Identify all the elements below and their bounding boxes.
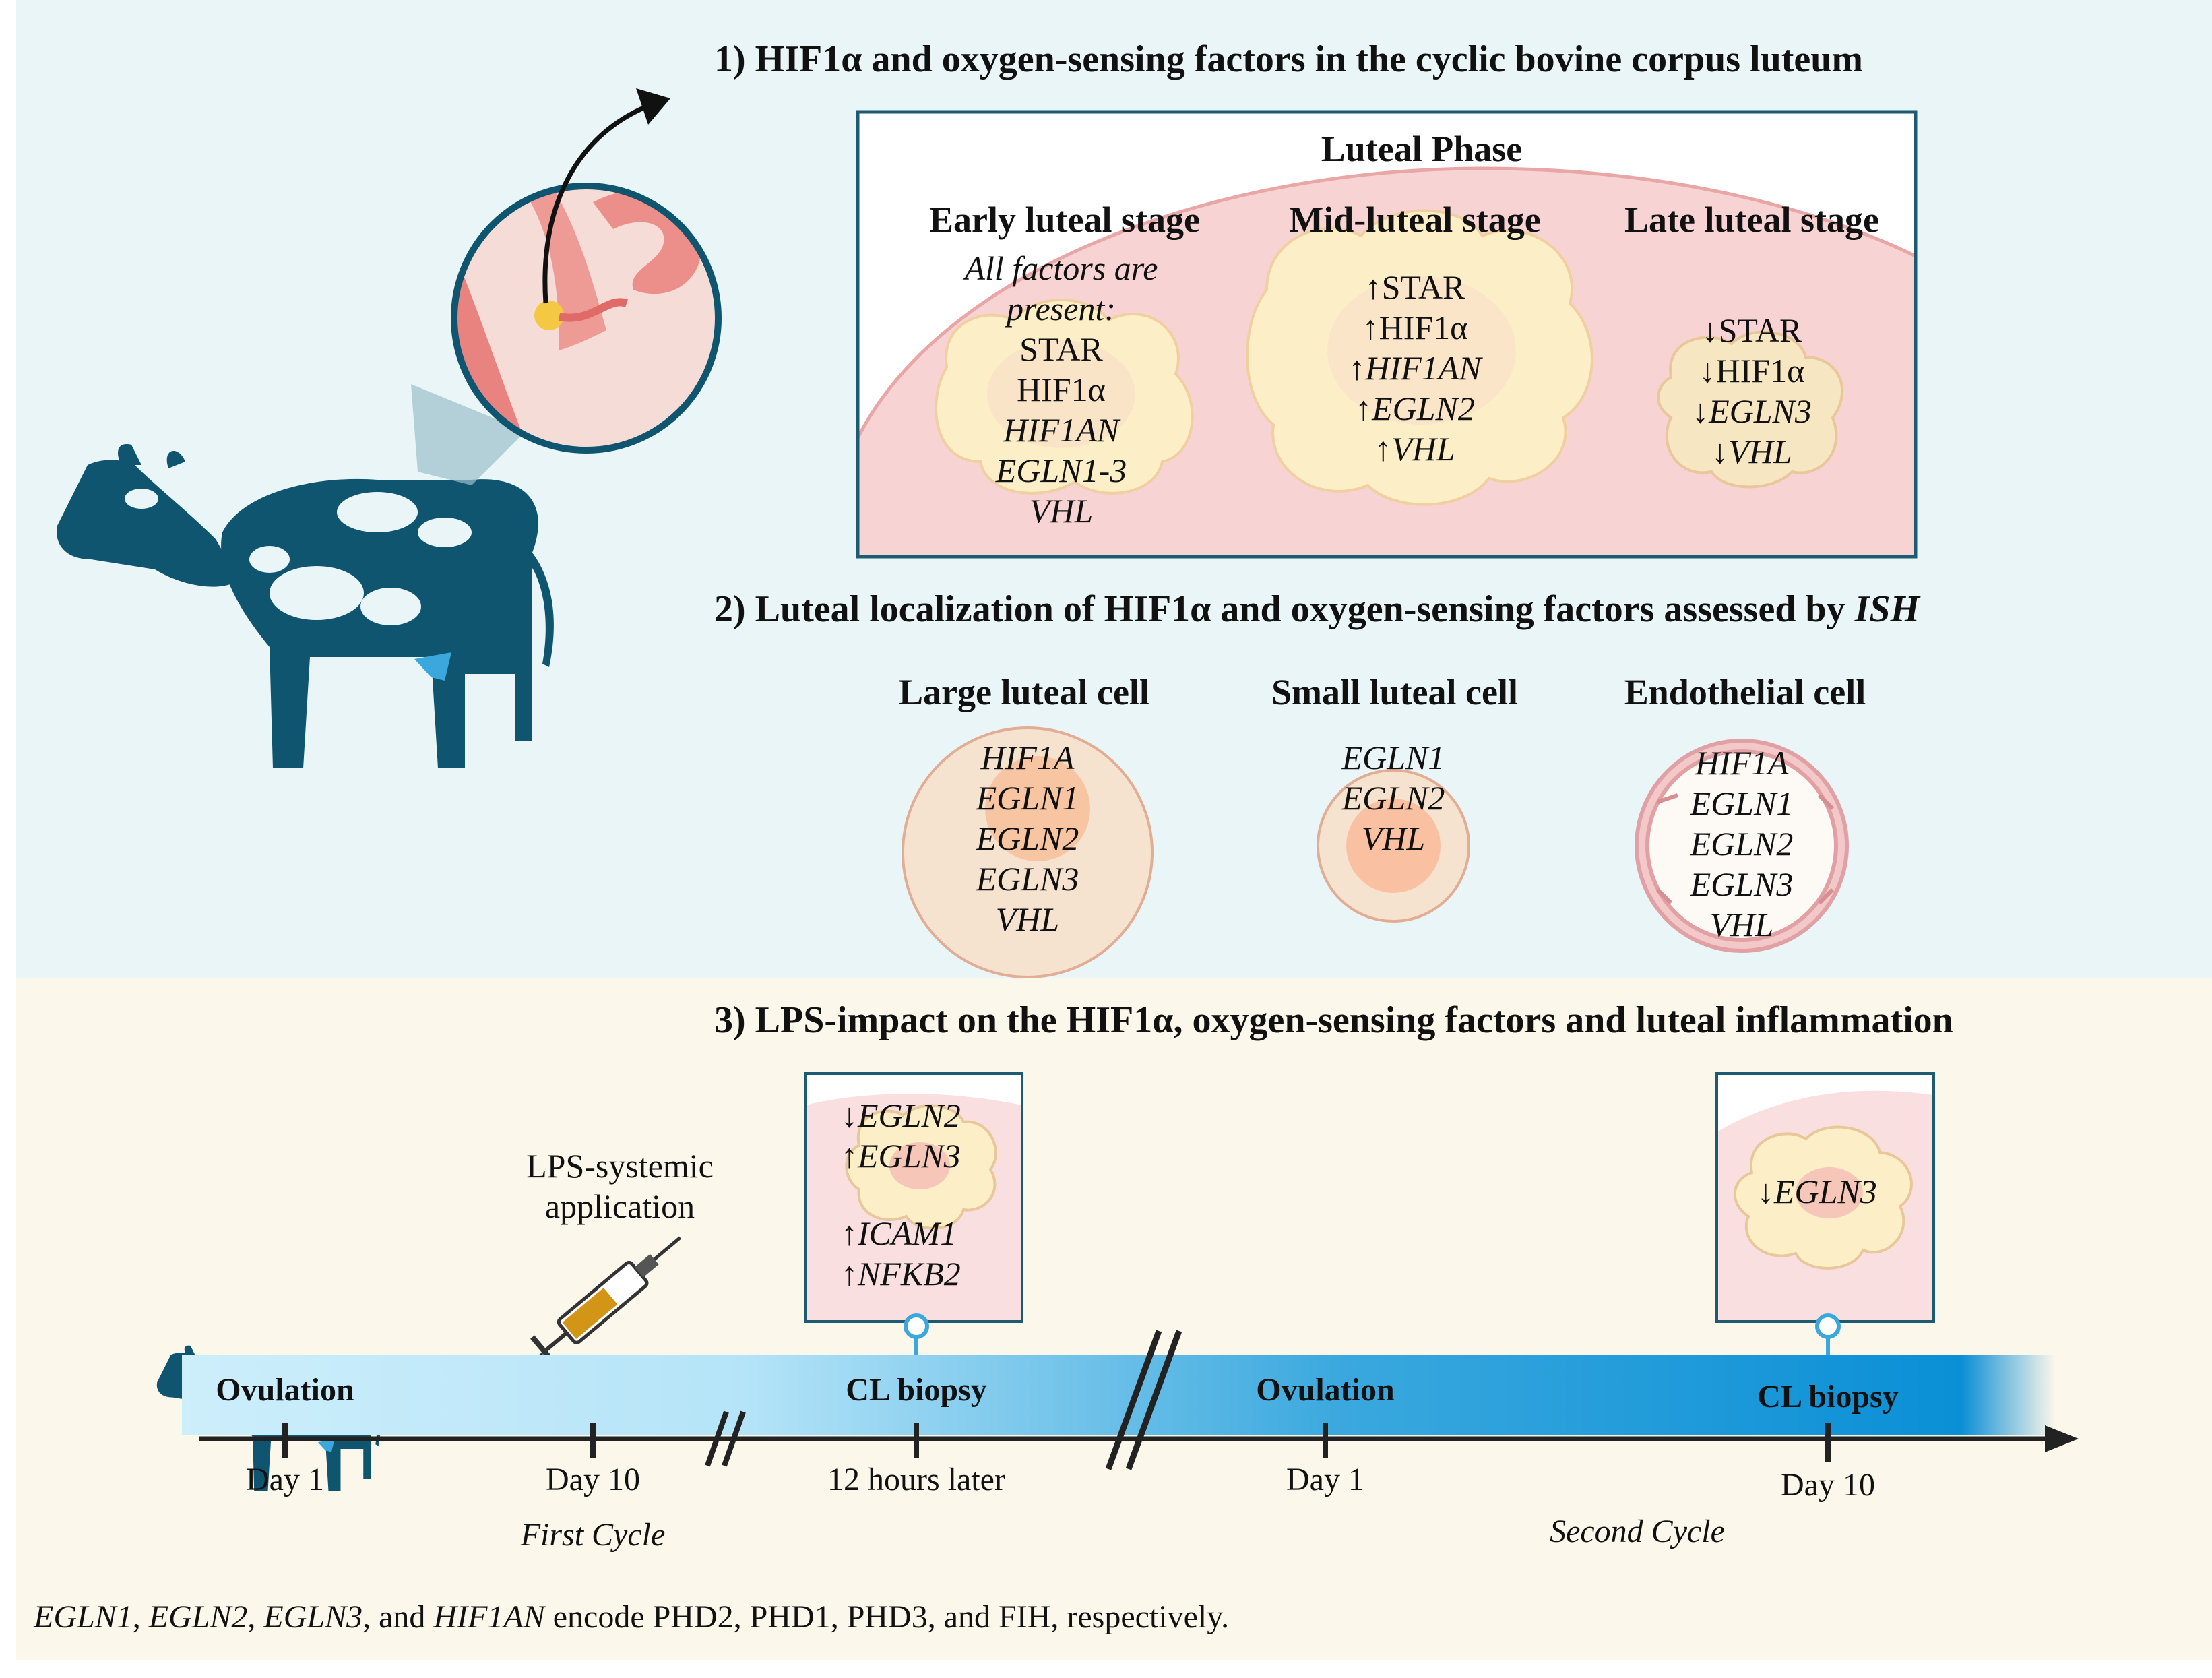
biopsy-pin-2: [1815, 1313, 1841, 1368]
late-item-vhl: ↓VHL: [1711, 433, 1792, 470]
footnote-hif1an: HIF1AN: [433, 1599, 545, 1635]
ovulation-label-1: Ovulation: [216, 1372, 354, 1408]
tick-12-hours-later: 12 hours later: [827, 1462, 1005, 1497]
biopsy-box-1: [804, 1072, 1023, 1323]
small-luteal-cell-graphic: [1317, 769, 1470, 923]
endo-item-egln2: EGLN2: [1690, 825, 1794, 863]
footnote-egln1: EGLN1: [34, 1599, 133, 1635]
biopsy1-item-nfkb2: ↑NFKB2: [841, 1255, 961, 1293]
late-item-egln3: ↓EGLN3: [1692, 392, 1812, 430]
late-corpus-luteum: [1657, 330, 1844, 489]
mid-luteal-list: ↑STAR ↑HIF1α ↑HIF1AN ↑EGLN2 ↑VHL: [1267, 267, 1563, 469]
timeline-arrowhead-icon: [2045, 1425, 2079, 1452]
tick-day1-second: Day 1: [1286, 1462, 1364, 1497]
endothelial-cell-list: HIF1A EGLN1 EGLN2 EGLN3 VHL: [1641, 743, 1843, 945]
late-luteal-heading: Late luteal stage: [1624, 199, 1879, 240]
mid-corpus-luteum: [1246, 209, 1593, 506]
early-luteal-heading: Early luteal stage: [929, 199, 1200, 240]
large-luteal-cell-graphic: [902, 726, 1154, 978]
timeline-bar: [182, 1355, 2055, 1435]
early-item-vhl: VHL: [1029, 492, 1094, 530]
early-item-hif1a: HIF1α: [1017, 371, 1106, 408]
cow-spots: [125, 489, 472, 625]
large-luteal-cell-list: HIF1A EGLN1 EGLN2 EGLN3 VHL: [926, 737, 1129, 939]
zoom-circle-border: [451, 183, 722, 454]
mid-luteal-heading: Mid-luteal stage: [1289, 199, 1541, 240]
second-cycle-label: Second Cycle: [1550, 1514, 1725, 1549]
arrowhead-icon: [636, 88, 670, 125]
large-item-vhl: VHL: [995, 900, 1060, 938]
ovulation-label-2: Ovulation: [1256, 1372, 1395, 1408]
cl-biopsy-label-2: CL biopsy: [1757, 1379, 1899, 1415]
large-item-hif1a: HIF1A: [980, 739, 1075, 776]
footnote-sep1: ,: [132, 1599, 149, 1635]
small-item-vhl: VHL: [1361, 819, 1426, 857]
lps-label: LPS-systemic application: [485, 1146, 755, 1226]
tick-day10-first: Day 10: [546, 1462, 640, 1497]
timeline-ticks: [282, 1423, 1831, 1462]
endo-item-vhl: VHL: [1709, 906, 1774, 943]
biopsy1-item-icam1: ↑ICAM1: [841, 1214, 957, 1252]
small-luteal-cell-list: EGLN1 EGLN2 VHL: [1292, 737, 1494, 859]
cl-biopsy-label-1: CL biopsy: [846, 1372, 987, 1408]
lps-line1: LPS-systemic: [526, 1147, 714, 1185]
footnote-egln2: EGLN2: [148, 1599, 248, 1635]
early-item-egln: EGLN1-3: [995, 452, 1127, 489]
first-cycle-label: First Cycle: [520, 1517, 666, 1553]
early-note-line1: All factors are: [964, 249, 1158, 287]
biopsy-box-2: [1715, 1072, 1935, 1323]
section1-title: 1) HIF1α and oxygen-sensing factors in t…: [714, 38, 1864, 80]
early-luteal-list: All factors are present: STAR HIF1α HIF1…: [910, 248, 1213, 531]
endo-item-hif1a: HIF1A: [1695, 744, 1789, 782]
section3-title: 3) LPS-impact on the HIF1α, oxygen-sensi…: [714, 999, 1953, 1041]
biopsy2-item-egln3: ↓EGLN3: [1757, 1173, 1877, 1210]
zoom-cone: [411, 384, 526, 485]
bar-break-icon: [1105, 1330, 1182, 1470]
early-corpus-luteum: [935, 299, 1194, 495]
small-item-egln1: EGLN1: [1341, 739, 1445, 776]
small-luteal-cell-heading: Small luteal cell: [1271, 672, 1518, 712]
endo-item-egln3: EGLN3: [1690, 865, 1794, 903]
footnote-egln3: EGLN3: [263, 1599, 363, 1635]
late-item-hif1a: ↓HIF1α: [1699, 352, 1805, 390]
section2-title-ish: ISH: [1854, 588, 1920, 630]
early-item-hif1an: HIF1AN: [1003, 411, 1120, 449]
luteal-phase-title: Luteal Phase: [1321, 129, 1523, 169]
mid-item-hif1an: ↑HIF1AN: [1348, 349, 1482, 387]
footnote-sep2: ,: [247, 1599, 264, 1635]
lps-line2: application: [544, 1187, 695, 1225]
udder-icon: [414, 652, 451, 681]
endothelial-cell-heading: Endothelial cell: [1624, 672, 1866, 712]
large-luteal-cell-heading: Large luteal cell: [899, 672, 1149, 712]
section2-title: 2) Luteal localization of HIF1α and oxyg…: [714, 588, 1920, 631]
zoom-arrow: [542, 104, 648, 304]
tick-day1-first: Day 1: [246, 1462, 324, 1497]
tick-day10-second: Day 10: [1781, 1467, 1875, 1503]
late-item-star: ↓STAR: [1701, 311, 1802, 349]
section2-title-main: 2) Luteal localization of HIF1α and oxyg…: [714, 588, 1855, 630]
large-item-egln3: EGLN3: [976, 860, 1079, 898]
mid-item-egln2: ↑EGLN2: [1355, 390, 1475, 427]
biopsy1-findings: ↓EGLN2 ↑EGLN3 ↑ICAM1 ↑NFKB2: [841, 1095, 1016, 1294]
large-item-egln2: EGLN2: [976, 819, 1079, 857]
mid-item-vhl: ↑VHL: [1374, 430, 1455, 468]
footnote-sep3: , and: [362, 1599, 434, 1635]
axis-break-icon: [705, 1410, 746, 1467]
endothelial-cell-graphic: [1635, 739, 1849, 953]
small-item-egln2: EGLN2: [1341, 779, 1445, 817]
biopsy2-findings: ↓EGLN3: [1757, 1171, 1932, 1212]
early-item-star: STAR: [1019, 330, 1103, 368]
early-note-line2: present:: [1007, 290, 1116, 328]
biopsy1-item-egln2: ↓EGLN2: [841, 1096, 961, 1134]
footnote: EGLN1, EGLN2, EGLN3, and HIF1AN encode P…: [34, 1598, 1229, 1636]
endo-item-egln1: EGLN1: [1690, 784, 1794, 822]
mid-item-hif1a: ↑HIF1α: [1362, 309, 1468, 346]
large-item-egln1: EGLN1: [976, 779, 1079, 817]
biopsy1-item-egln3: ↑EGLN3: [841, 1137, 961, 1175]
luteal-phase-box: [856, 110, 1918, 559]
late-luteal-list: ↓STAR ↓HIF1α ↓EGLN3 ↓VHL: [1610, 310, 1893, 472]
mid-item-star: ↑STAR: [1364, 268, 1465, 306]
footnote-rest: encode PHD2, PHD1, PHD3, and FIH, respec…: [544, 1599, 1230, 1635]
